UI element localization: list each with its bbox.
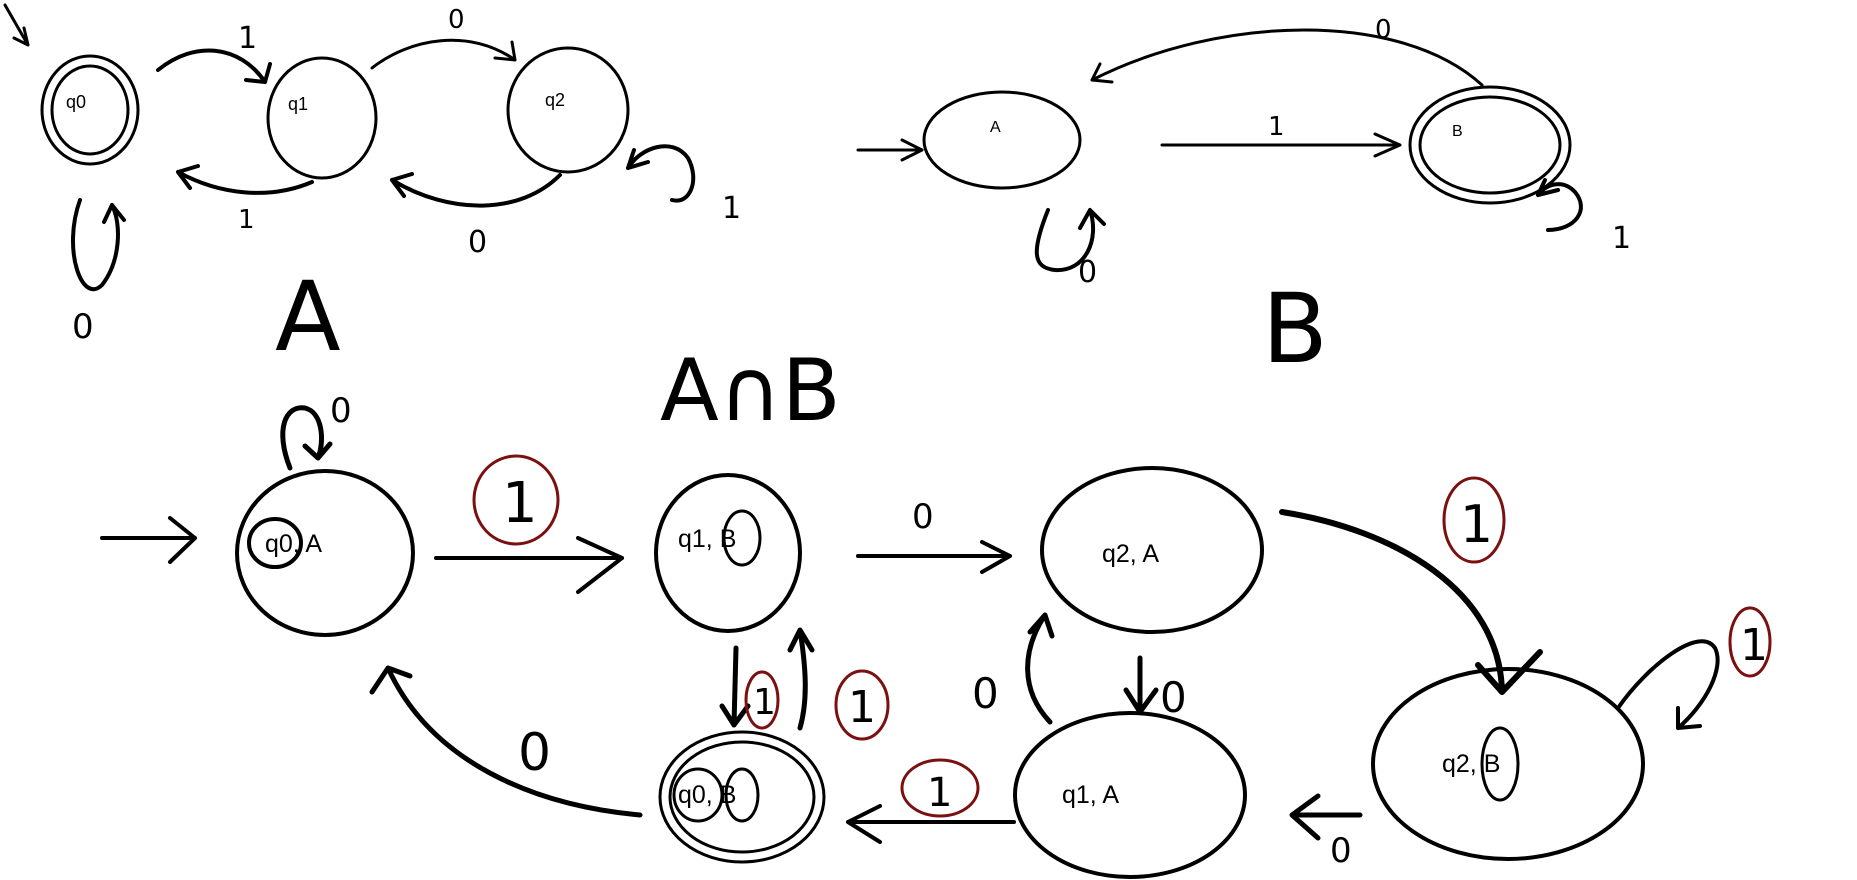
dfa-a-edge-q2-self-label: 1: [722, 191, 741, 226]
product-edge-q1b-q2a: [856, 540, 1012, 574]
dfa-b-edge-b-a: [1090, 28, 1484, 87]
product-edge-q2b-self-circle: [1728, 606, 1772, 678]
product-state-q1a-label: q1, A: [1062, 781, 1119, 809]
dfa-a-edge-q1-q0-label: 1: [238, 205, 255, 235]
product-edge-q1b-q2a-label: 0: [912, 497, 934, 537]
dfa-a-edge-q0-q1-label: 1: [238, 21, 257, 56]
product-edge-q1a-q0b: [846, 804, 1016, 844]
product-edge-q1a-q2a: [1025, 612, 1055, 725]
dfa-a-edge-q0-q1: [156, 48, 272, 84]
product-edge-q2b-q1a: [1289, 793, 1363, 841]
product-edge-q1a-q0b-circle: [900, 758, 980, 818]
dfa-a-edge-q0-self-label: 0: [72, 307, 94, 347]
dfa-a-title: A: [275, 261, 341, 373]
product-edge-q1a-q0b-label: 1: [927, 770, 952, 816]
dfa-a-edge-q2-q1-label: 0: [468, 225, 487, 260]
product-edge-q0b-q0a-label: 0: [518, 723, 551, 783]
dfa-a-edge-q2-self: [626, 144, 696, 203]
dfa-a-edge-q2-q1: [390, 172, 562, 208]
product-title: A∩B: [660, 341, 841, 441]
dfa-b-start-arrow: [856, 138, 924, 162]
dfa-b-state-a-label: A: [990, 119, 1001, 136]
product-edge-q0a-q1b: [434, 536, 624, 594]
product-state-q0b-label: q0, B: [678, 781, 736, 809]
product-state-q1b-label: q1, B: [678, 525, 736, 553]
dfa-b-edge-a-self: [1034, 208, 1106, 273]
dfa-b-state-b-label: B: [1452, 123, 1463, 140]
product-state-q2b-label: q2, B: [1442, 750, 1500, 778]
product-edge-q2a-q2b: [1279, 509, 1543, 695]
product-state-q1b: [654, 473, 802, 633]
product-edge-q0a-self: [280, 405, 333, 471]
product-state-q2b-mark: [1480, 726, 1520, 802]
dfa-a-edge-q1-q2: [370, 38, 517, 70]
product-edge-q1b-q0b: [719, 645, 751, 728]
product-state-q0a-label: q0, A: [265, 530, 322, 558]
product-edge-q0b-q1b-label: 1: [848, 682, 876, 733]
product-edge-q0b-q0a: [369, 665, 643, 818]
dfa-a-edge-q1-q2-label: 0: [448, 5, 465, 35]
product-edge-q0a-self-label: 0: [330, 391, 352, 431]
product-state-q2b: [1371, 667, 1645, 861]
product-state-q0a: [235, 469, 415, 637]
dfa-a-state-q1: [266, 56, 378, 180]
dfa-a-start-arrow: [3, 3, 30, 47]
product-edge-q1b-q0b-circle: [744, 670, 780, 730]
product-edge-q2b-self: [1616, 639, 1720, 730]
product-edge-q2a-q1a-label: 0: [1160, 673, 1187, 722]
product-state-q2a-label: q2, A: [1102, 540, 1159, 568]
dfa-a-state-q0-label: q0: [66, 92, 86, 112]
product-state-q1b-mark: [722, 509, 762, 567]
product-edge-q1b-q0b-label: 1: [753, 682, 776, 723]
dfa-a-state-q0-outer: [40, 54, 140, 166]
dfa-a-edge-q1-q0: [176, 164, 314, 195]
dfa-b-edge-a-b: [1160, 132, 1402, 158]
product-edge-q0a-q1b-label: 1: [502, 471, 538, 536]
product-state-q0b-inner: [668, 740, 816, 854]
product-state-q0b-outer: [658, 730, 826, 864]
dfa-b: A B 1 0 0 1 B: [856, 15, 1631, 385]
product-edge-q2b-q1a-label: 0: [1330, 831, 1352, 871]
dfa-b-title: B: [1262, 273, 1328, 385]
product-state-q0b-mark-q0: [672, 767, 724, 823]
dfa-a: q0 q1 q2 1 0 1 0 0 1 A: [3, 3, 741, 373]
product-dfa: A∩B q0, A q1, B q2, A q2, B q1, A q0, B …: [100, 341, 1772, 879]
product-state-q0a-mark: [247, 517, 303, 569]
dfa-b-edge-b-a-label: 0: [1375, 15, 1392, 45]
product-edge-q2b-self-label: 1: [1740, 620, 1768, 671]
dfa-b-edge-a-b-label: 1: [1268, 112, 1285, 142]
dfa-b-edge-b-self: [1536, 178, 1583, 232]
product-edge-q0b-q1b-circle: [834, 669, 890, 741]
dfa-a-state-q2: [506, 46, 630, 174]
product-state-q1a: [1013, 711, 1247, 879]
dfa-a-state-q0-inner: [50, 64, 130, 156]
dfa-b-state-b-outer: [1408, 85, 1572, 205]
dfa-b-edge-a-self-label: 0: [1078, 255, 1097, 290]
dfa-b-state-b-inner: [1418, 95, 1562, 195]
product-state-q2a: [1040, 466, 1264, 634]
dfa-a-edge-q0-self: [71, 198, 126, 292]
dfa-a-state-q1-label: q1: [288, 94, 308, 114]
product-edge-q2a-q2b-circle: [1442, 476, 1506, 564]
dfa-a-state-q2-label: q2: [545, 90, 565, 110]
product-state-q0b-mark-b: [724, 767, 760, 823]
product-start-arrow: [100, 516, 197, 564]
product-edge-q1a-q2a-label: 0: [972, 669, 999, 718]
product-edge-q2a-q2b-label: 1: [1460, 495, 1493, 555]
dfa-b-edge-b-self-label: 1: [1612, 221, 1631, 256]
product-edge-q0a-q1b-circle: [472, 454, 560, 546]
dfa-b-state-a: [922, 90, 1082, 190]
product-edge-q2a-q1a: [1123, 655, 1159, 715]
product-edge-q0b-q1b: [787, 627, 815, 731]
